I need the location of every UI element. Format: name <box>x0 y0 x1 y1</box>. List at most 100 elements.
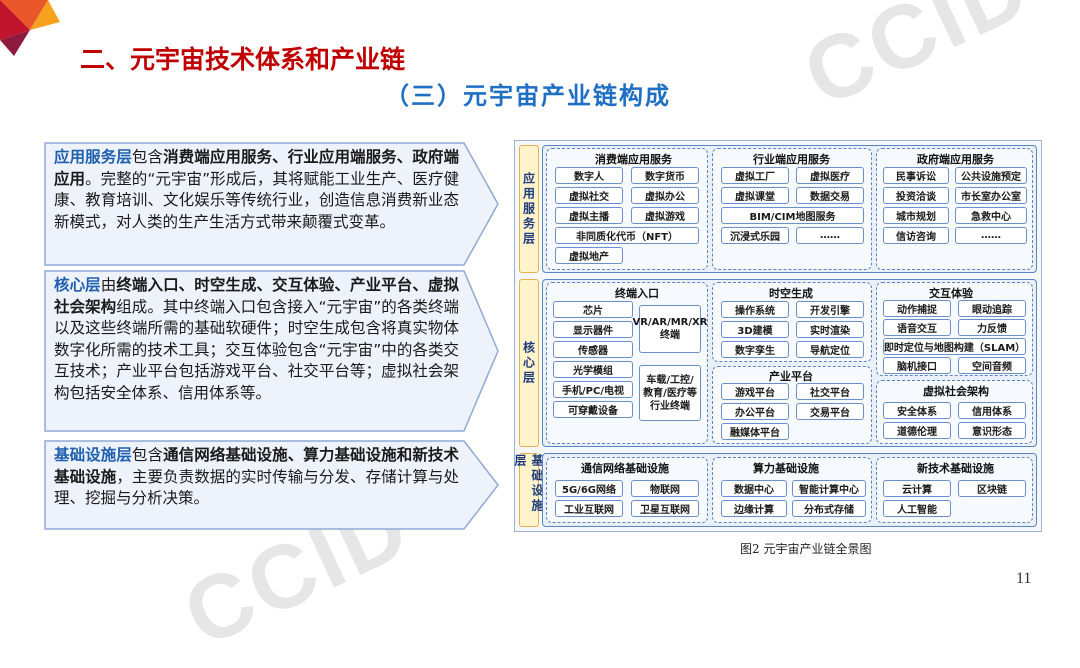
chip: 人工智能 <box>883 500 951 517</box>
group-title: 政府端应用服务 <box>917 153 994 166</box>
chip: 工业互联网 <box>555 500 623 517</box>
chip: 社交平台 <box>796 383 864 400</box>
figure-caption: 图2 元宇宙产业链全景图 <box>740 542 872 556</box>
group-title: 行业端应用服务 <box>753 153 830 166</box>
layer-label-app: 应用服务层 <box>519 145 539 273</box>
card-text-part: 组成。其中终端入口包含接入“元宇宙”的各类终端以及这些终端所需的基础软硬件；时空… <box>54 297 459 402</box>
chip: 虚拟地产 <box>555 247 623 264</box>
group-terminal: 终端入口 芯片 显示器件 传感器 光学模组 手机/PC/电视 可穿戴设备 VR/… <box>546 282 708 444</box>
card-text-part: 由 <box>100 276 117 294</box>
chip: …… <box>955 227 1027 244</box>
group-compute: 算力基础设施 数据中心 智能计算中心 边缘计算 分布式存储 <box>712 457 872 523</box>
watermark-top: CCID <box>789 0 1046 127</box>
chip: 眼动追踪 <box>958 300 1026 317</box>
chip: 公共设施预定 <box>955 167 1027 184</box>
card-text: 基础设施层包含通信网络基础设施、算力基础设施和新技术基础设施，主要负责数据的实时… <box>54 445 459 510</box>
chip: 力反馈 <box>958 319 1026 336</box>
chip: 分布式存储 <box>792 500 866 517</box>
card-bold: 消费端应用服务、行业应用端服务、政府端应用 <box>54 148 459 188</box>
group-title: 虚拟社会架构 <box>923 385 989 398</box>
chip: 意识形态 <box>958 422 1026 439</box>
chip: 信访咨询 <box>883 227 949 244</box>
chip: 办公平台 <box>721 403 789 420</box>
group-spacetime: 时空生成 操作系统 开发引擎 3D建模 实时渲染 数字孪生 导航定位 <box>712 282 872 362</box>
chip: 虚拟工厂 <box>721 167 789 184</box>
chip: 空间音频 <box>958 357 1026 374</box>
chip: 传感器 <box>553 341 633 358</box>
group-title: 终端入口 <box>615 287 659 300</box>
group-title: 新技术基础设施 <box>917 462 994 475</box>
group-interaction: 交互体验 动作捕捉 眼动追踪 语音交互 力反馈 即时定位与地图构建（SLAM） … <box>876 282 1033 376</box>
group-consumer: 消费端应用服务 数字人 数字货币 虚拟社交 虚拟办公 虚拟主播 虚拟游戏 非同质… <box>546 148 708 270</box>
chip: 虚拟主播 <box>555 207 623 224</box>
chip: 民事诉讼 <box>883 167 949 184</box>
card-shape <box>44 270 499 432</box>
chip: 交易平台 <box>796 403 864 420</box>
card-text-part: ，主要负责数据的实时传输与分发、存储计算与处理、挖掘与分析决策。 <box>54 467 459 508</box>
group-title: 通信网络基础设施 <box>581 462 669 475</box>
chip: 数据交易 <box>796 187 864 204</box>
industry-chain-diagram: 应用服务层 核心层 基础设施层 消费端应用服务 数字人 数字货币 虚拟社交 虚拟… <box>513 140 1042 532</box>
card-lead: 基础设施层 <box>54 446 132 464</box>
card-text-part: 包含 <box>131 446 164 464</box>
chip: 显示器件 <box>553 321 633 338</box>
card-lead: 应用服务层 <box>54 148 132 166</box>
chip: 融媒体平台 <box>721 423 789 440</box>
chip: 非同质化代币（NFT） <box>555 227 699 244</box>
chip: 虚拟办公 <box>631 187 699 204</box>
group-title: 产业平台 <box>769 370 813 383</box>
chip: 芯片 <box>553 301 633 318</box>
chip: 物联网 <box>631 480 699 497</box>
chip: 手机/PC/电视 <box>553 381 633 398</box>
chip: 脑机接口 <box>883 357 951 374</box>
chip: 5G/6G网络 <box>555 480 623 497</box>
card-text-part: 。完整的“元宇宙”形成后，其将赋能工业生产、医疗健康、教育培训、文化娱乐等传统行… <box>54 169 459 231</box>
group-society: 虚拟社会架构 安全体系 信用体系 道德伦理 意识形态 <box>876 380 1033 444</box>
chip: 虚拟游戏 <box>631 207 699 224</box>
card-shape <box>44 440 499 530</box>
chip-vr-terminal: VR/AR/MR/XR终端 <box>633 305 707 353</box>
chip: 投资洽谈 <box>883 187 949 204</box>
group-title: 算力基础设施 <box>753 462 819 475</box>
chip: 虚拟课堂 <box>721 187 789 204</box>
chip: 语音交互 <box>883 319 951 336</box>
page-number: 11 <box>1016 570 1032 587</box>
chip: …… <box>796 227 864 244</box>
chip: 急救中心 <box>955 207 1027 224</box>
card-text: 应用服务层包含消费端应用服务、行业应用端服务、政府端应用。完整的“元宇宙”形成后… <box>54 147 459 233</box>
group-network: 通信网络基础设施 5G/6G网络 物联网 工业互联网 卫星互联网 <box>546 457 708 523</box>
chip: 可穿戴设备 <box>553 401 633 418</box>
group-title: 消费端应用服务 <box>595 153 672 166</box>
corner-decoration <box>0 0 60 56</box>
chip: BIM/CIM地图服务 <box>721 207 864 224</box>
chip: 操作系统 <box>721 301 789 318</box>
group-industry: 行业端应用服务 虚拟工厂 虚拟医疗 虚拟课堂 数据交易 BIM/CIM地图服务 … <box>712 148 872 270</box>
card-app-layer: 应用服务层包含消费端应用服务、行业应用端服务、政府端应用。完整的“元宇宙”形成后… <box>44 142 500 266</box>
group-title: 时空生成 <box>769 287 813 300</box>
group-platform: 产业平台 游戏平台 社交平台 办公平台 交易平台 融媒体平台 <box>712 366 872 444</box>
chip: 3D建模 <box>721 321 789 338</box>
chip: 数字人 <box>555 167 623 184</box>
chip-industry-terminal: 车载/工控/教育/医疗等行业终端 <box>639 365 701 421</box>
card-infra-layer: 基础设施层包含通信网络基础设施、算力基础设施和新技术基础设施，主要负责数据的实时… <box>44 440 500 530</box>
card-text-part: 包含 <box>131 148 164 166</box>
chip: 实时渲染 <box>796 321 864 338</box>
page-title: 二、元宇宙技术体系和产业链 <box>80 45 406 74</box>
chip: 沉浸式乐园 <box>721 227 789 244</box>
chip: 数字孪生 <box>721 341 789 358</box>
group-gov: 政府端应用服务 民事诉讼 公共设施预定 投资洽谈 市长室办公室 城市规划 急救中… <box>876 148 1033 270</box>
card-core-layer: 核心层由终端入口、时空生成、交互体验、产业平台、虚拟社会架构组成。其中终端入口包… <box>44 270 500 432</box>
chip: 数字货币 <box>631 167 699 184</box>
chip: 卫星互联网 <box>631 500 699 517</box>
chip: 云计算 <box>883 480 951 497</box>
group-title: 交互体验 <box>929 287 973 300</box>
card-shape <box>44 142 499 266</box>
chip: 数据中心 <box>721 480 787 497</box>
chip: 导航定位 <box>796 341 864 358</box>
chip: 光学模组 <box>553 361 633 378</box>
card-bold: 终端入口、时空生成、交互体验、产业平台、虚拟社会架构 <box>54 276 459 316</box>
chip: 道德伦理 <box>883 422 951 439</box>
chip: 边缘计算 <box>721 500 787 517</box>
chip: 动作捕捉 <box>883 300 951 317</box>
card-text: 核心层由终端入口、时空生成、交互体验、产业平台、虚拟社会架构组成。其中终端入口包… <box>54 275 459 404</box>
